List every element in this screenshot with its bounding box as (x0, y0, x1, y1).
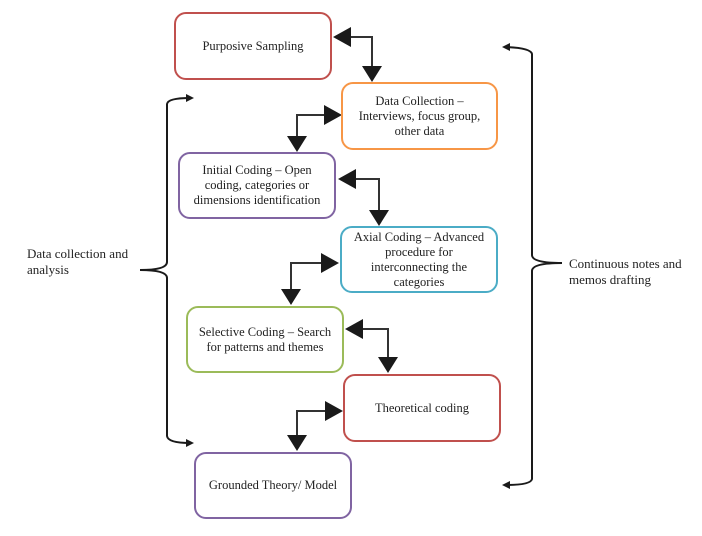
node-label: Grounded Theory/ Model (208, 478, 338, 492)
arrowhead-right-icon (325, 401, 343, 421)
left-brace (139, 94, 194, 447)
node-axial-coding: Axial Coding – Advanced procedure for in… (340, 226, 498, 293)
left-brace-label: Data collection and analysis (27, 246, 129, 277)
arrowhead-down-icon (378, 357, 398, 373)
arrowhead-right-icon (321, 253, 339, 273)
node-purposive-sampling: Purposive Sampling (174, 12, 332, 80)
node-label: Initial Coding – Open coding, categories… (193, 163, 321, 207)
brace-arrow-left-icon (502, 43, 510, 51)
arrowhead-right-icon (324, 105, 342, 125)
node-theoretical-coding: Theoretical coding (343, 374, 501, 442)
connector-data-collection-to-initial-coding (287, 105, 342, 152)
arrowhead-down-icon (369, 210, 389, 226)
connector-axial-to-selective-coding (281, 253, 339, 305)
right-brace (502, 43, 563, 489)
node-label: Axial Coding – Advanced procedure for in… (353, 229, 485, 289)
connector-theoretical-to-grounded-theory (287, 401, 343, 451)
brace-arrow-left-icon (502, 481, 510, 489)
node-grounded-theory: Grounded Theory/ Model (194, 452, 352, 519)
node-data-collection: Data Collection – Interviews, focus grou… (341, 82, 498, 150)
arrowhead-down-icon (287, 136, 307, 152)
node-selective-coding: Selective Coding – Search for patterns a… (186, 306, 344, 373)
node-label: Selective Coding – Search for patterns a… (198, 324, 332, 354)
arrowhead-down-icon (287, 435, 307, 451)
node-label: Theoretical coding (374, 400, 470, 415)
arrowhead-left-icon (333, 27, 351, 47)
brace-arrow-right-icon (186, 439, 194, 447)
right-brace-label: Continuous notes and memos drafting (569, 256, 682, 287)
arrowhead-left-icon (345, 319, 363, 339)
arrowhead-down-icon (281, 289, 301, 305)
node-initial-coding: Initial Coding – Open coding, categories… (178, 152, 336, 219)
connector-purposive-to-data-collection (333, 27, 382, 82)
connector-initial-to-axial-coding (338, 169, 389, 226)
brace-arrow-right-icon (186, 94, 194, 102)
arrowhead-left-icon (338, 169, 356, 189)
connector-selective-to-theoretical-coding (345, 319, 398, 373)
node-label: Purposive Sampling (202, 38, 304, 53)
arrowhead-down-icon (362, 66, 382, 82)
node-label: Data Collection – Interviews, focus grou… (358, 93, 481, 138)
